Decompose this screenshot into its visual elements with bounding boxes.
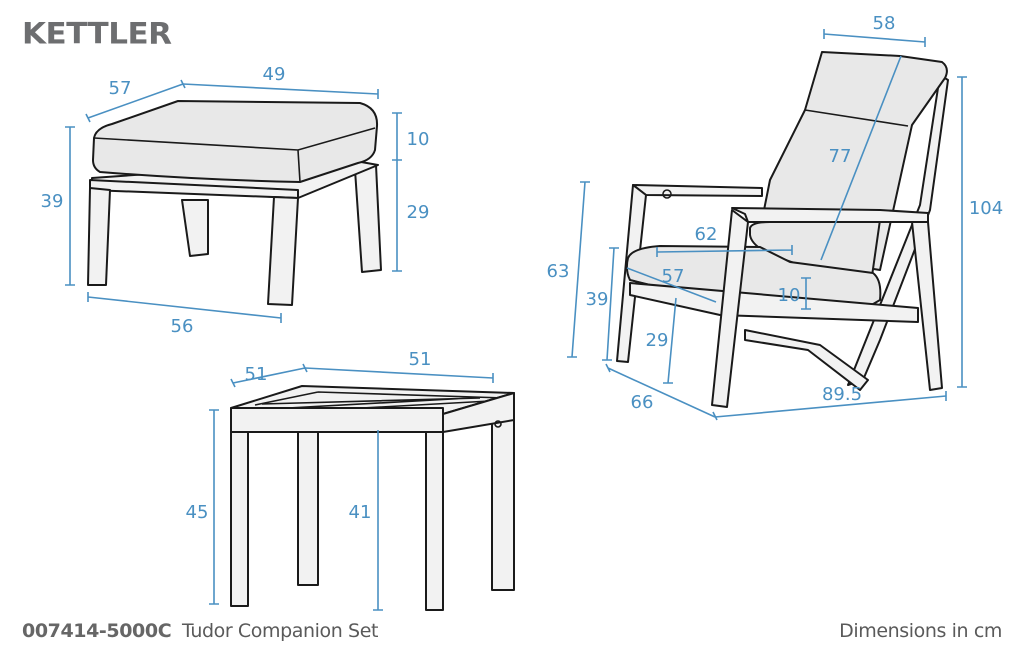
chair-back-length-label: 77 (829, 146, 852, 167)
chair-frame-seat-height-label: 29 (646, 330, 669, 351)
ottoman-front-right-leg (267, 196, 299, 306)
chair-cushion-height-label: 10 (778, 285, 801, 306)
table-width-label: 51 (409, 349, 432, 370)
units-note: Dimensions in cm (839, 620, 1002, 642)
ottoman-base-width-label: 56 (171, 316, 194, 337)
ottoman-dimensions: 57 49 39 10 29 56 (41, 64, 430, 337)
chair-seat-height-label: 39 (586, 289, 609, 310)
ottoman-drawing (87, 100, 382, 306)
chair-front-leg (711, 209, 749, 408)
chair-seat-depth-label: 57 (662, 266, 685, 287)
chair-arm-height-label: 63 (547, 261, 570, 282)
ottoman-height-label: 39 (41, 191, 64, 212)
chair-reclined-depth-label: 89.5 (822, 384, 862, 405)
side-table-dimensions: 51 51 45 41 (186, 349, 494, 611)
kettler-logo: KETTLER (22, 16, 172, 52)
table-front-apron (230, 407, 444, 433)
lounge-chair-drawing (616, 51, 949, 408)
ottoman-width-label: 49 (263, 64, 286, 85)
table-inner-height-label: 41 (349, 502, 372, 523)
table-back-left-leg (297, 427, 319, 586)
chair-seat-rail (629, 282, 919, 323)
table-depth-label: 51 (245, 364, 268, 385)
ottoman-frame-height-label: 29 (407, 202, 430, 223)
ottoman-cushion-height-label: 10 (407, 129, 430, 150)
side-table-drawing (230, 385, 515, 611)
chair-seat-width-label: 62 (695, 224, 718, 245)
ottoman-cushion (92, 100, 379, 183)
ottoman-back-left-leg (181, 199, 209, 257)
chair-dimensions: 58 104 77 63 62 57 39 10 29 66 89.5 (547, 13, 1003, 421)
table-front-left-leg (230, 431, 249, 607)
chair-depth-label: 66 (631, 392, 654, 413)
chair-height-label: 104 (969, 198, 1003, 219)
chair-rear-armrest (632, 184, 763, 197)
table-height-label: 45 (186, 502, 209, 523)
product-code: 007414-5000C (22, 620, 172, 642)
table-front-right-leg (425, 431, 444, 611)
ottoman-front-left-leg (87, 187, 111, 286)
ottoman-back-right-leg (354, 164, 382, 273)
chair-front-right-leg (911, 221, 943, 391)
ottoman-depth-label: 57 (109, 78, 132, 99)
product-name: Tudor Companion Set (182, 620, 379, 642)
chair-front-armrest (731, 207, 929, 223)
table-back-right-leg (491, 417, 515, 591)
chair-back-width-label: 58 (873, 13, 896, 34)
